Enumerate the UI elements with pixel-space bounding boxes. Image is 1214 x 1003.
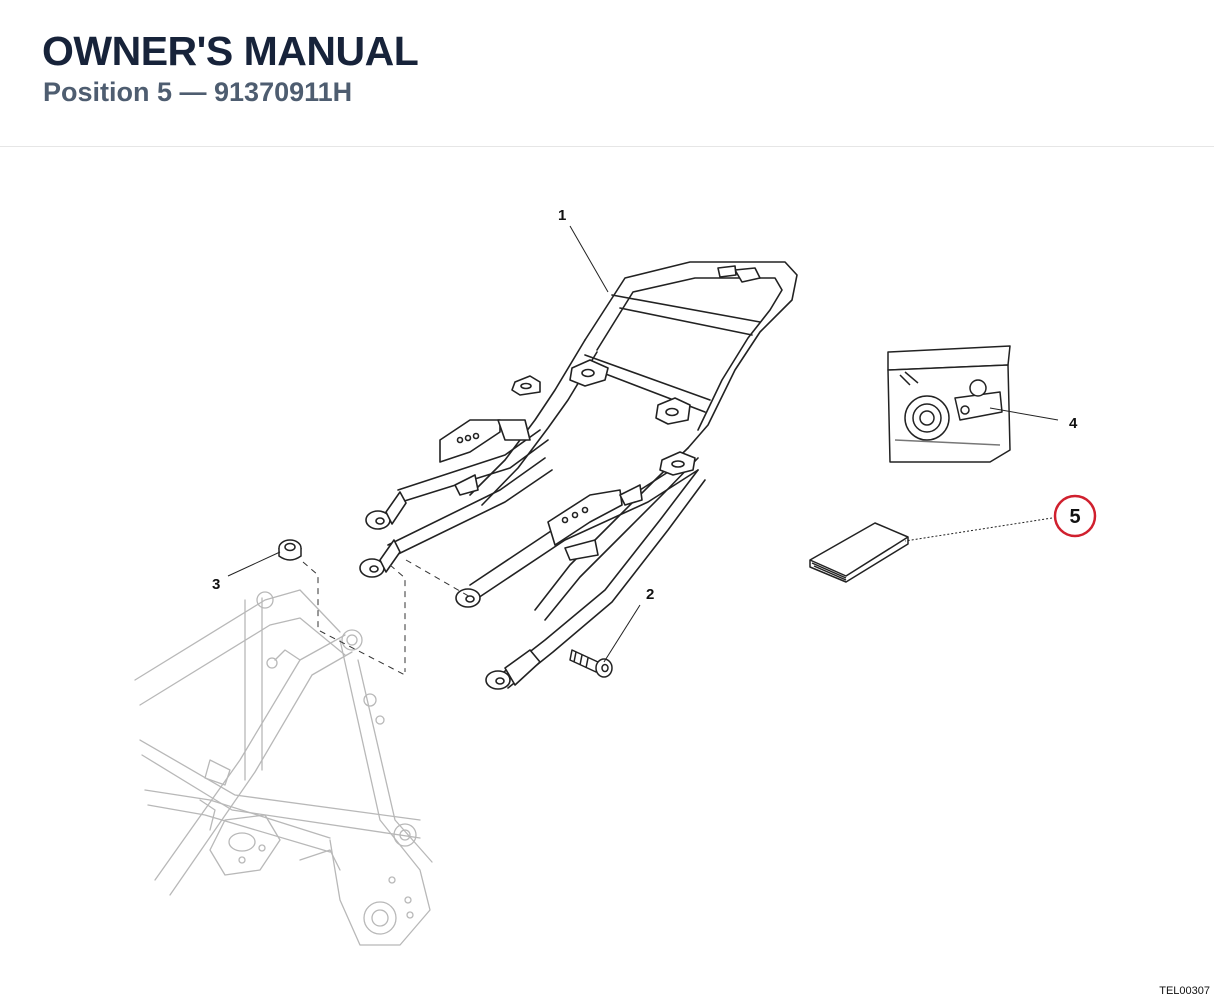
callout-5: 5 [1069, 506, 1080, 528]
callout-5-highlight-ring [1053, 494, 1097, 538]
callout-2: 2 [646, 586, 654, 603]
callout-3: 3 [212, 576, 220, 593]
callout-4: 4 [1069, 415, 1078, 432]
page-subtitle: Position 5 — 91370911H [43, 77, 353, 107]
tail-light-part [887, 345, 1011, 463]
main-frame-illustration [134, 589, 433, 946]
leader-lines [227, 225, 1059, 663]
drawing-reference-code: TEL00307 [1159, 985, 1210, 997]
bolt-part [569, 649, 613, 678]
page-title: OWNER'S MANUAL [42, 28, 419, 74]
owners-manual-booklet [809, 522, 909, 583]
alignment-dashed-lines [302, 559, 473, 676]
rear-subframe [359, 261, 798, 690]
bush-part [278, 539, 302, 561]
page-header: OWNER'S MANUAL Position 5 — 91370911H [0, 0, 1214, 147]
callout-1: 1 [558, 207, 566, 224]
